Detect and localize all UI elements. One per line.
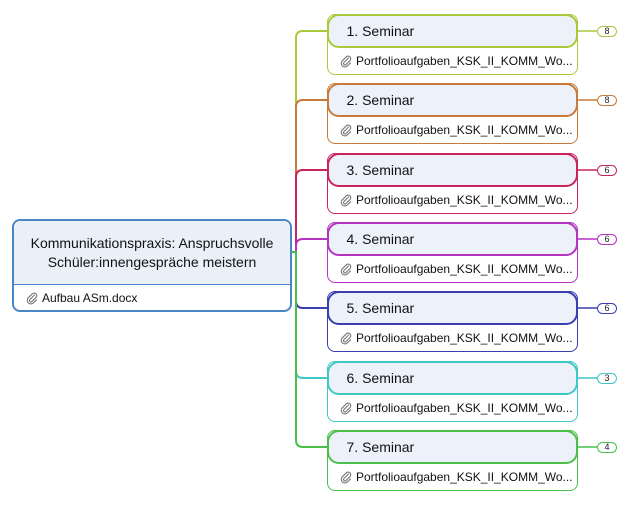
- connector-seminar-7: [292, 251, 327, 448]
- seminar-attachment-label: Portfolioaufgaben_KSK_II_KOMM_Wo...: [356, 401, 573, 415]
- seminar-title[interactable]: 6. Seminar: [326, 360, 578, 395]
- paperclip-icon: [26, 292, 38, 305]
- child-count-badge-5[interactable]: 6: [597, 303, 617, 314]
- seminar-attachment[interactable]: Portfolioaufgaben_KSK_II_KOMM_Wo...: [340, 331, 573, 345]
- connector-seminar-6: [292, 251, 327, 379]
- seminar-attachment-label: Portfolioaufgaben_KSK_II_KOMM_Wo...: [356, 54, 573, 68]
- seminar-attachment[interactable]: Portfolioaufgaben_KSK_II_KOMM_Wo...: [340, 262, 573, 276]
- root-topic[interactable]: Kommunikationspraxis: Anspruchsvolle Sch…: [12, 219, 292, 312]
- seminar-title[interactable]: 3. Seminar: [326, 152, 578, 187]
- paperclip-icon: [340, 332, 352, 345]
- child-count-badge-6[interactable]: 3: [597, 373, 617, 384]
- root-topic-title[interactable]: Kommunikationspraxis: Anspruchsvolle Sch…: [14, 221, 290, 285]
- seminar-title[interactable]: 2. Seminar: [326, 82, 578, 117]
- seminar-attachment-label: Portfolioaufgaben_KSK_II_KOMM_Wo...: [356, 331, 573, 345]
- seminar-attachment-label: Portfolioaufgaben_KSK_II_KOMM_Wo...: [356, 193, 573, 207]
- seminar-attachment[interactable]: Portfolioaufgaben_KSK_II_KOMM_Wo...: [340, 470, 573, 484]
- paperclip-icon: [340, 55, 352, 68]
- seminar-attachment[interactable]: Portfolioaufgaben_KSK_II_KOMM_Wo...: [340, 123, 573, 137]
- paperclip-icon: [340, 402, 352, 415]
- connector-seminar-2: [292, 99, 327, 253]
- seminar-attachment[interactable]: Portfolioaufgaben_KSK_II_KOMM_Wo...: [340, 54, 573, 68]
- connector-seminar-1: [292, 30, 327, 253]
- child-count-badge-4[interactable]: 6: [597, 234, 617, 245]
- connector-seminar-4: [292, 238, 327, 253]
- seminar-title[interactable]: 4. Seminar: [326, 221, 578, 256]
- child-count-badge-7[interactable]: 4: [597, 442, 617, 453]
- connector-seminar-3: [292, 169, 327, 253]
- root-attachment-label: Aufbau ASm.docx: [42, 291, 138, 305]
- child-count-badge-1[interactable]: 8: [597, 26, 617, 37]
- seminar-title[interactable]: 7. Seminar: [326, 429, 578, 464]
- child-count-badge-3[interactable]: 6: [597, 165, 617, 176]
- seminar-title[interactable]: 5. Seminar: [326, 290, 578, 325]
- root-attachment[interactable]: Aufbau ASm.docx: [26, 291, 137, 305]
- seminar-attachment-label: Portfolioaufgaben_KSK_II_KOMM_Wo...: [356, 470, 573, 484]
- paperclip-icon: [340, 194, 352, 207]
- paperclip-icon: [340, 471, 352, 484]
- seminar-attachment[interactable]: Portfolioaufgaben_KSK_II_KOMM_Wo...: [340, 401, 573, 415]
- child-count-badge-2[interactable]: 8: [597, 95, 617, 106]
- paperclip-icon: [340, 263, 352, 276]
- connector-seminar-5: [292, 251, 327, 309]
- seminar-attachment[interactable]: Portfolioaufgaben_KSK_II_KOMM_Wo...: [340, 193, 573, 207]
- seminar-attachment-label: Portfolioaufgaben_KSK_II_KOMM_Wo...: [356, 262, 573, 276]
- paperclip-icon: [340, 124, 352, 137]
- seminar-attachment-label: Portfolioaufgaben_KSK_II_KOMM_Wo...: [356, 123, 573, 137]
- seminar-title[interactable]: 1. Seminar: [326, 13, 578, 48]
